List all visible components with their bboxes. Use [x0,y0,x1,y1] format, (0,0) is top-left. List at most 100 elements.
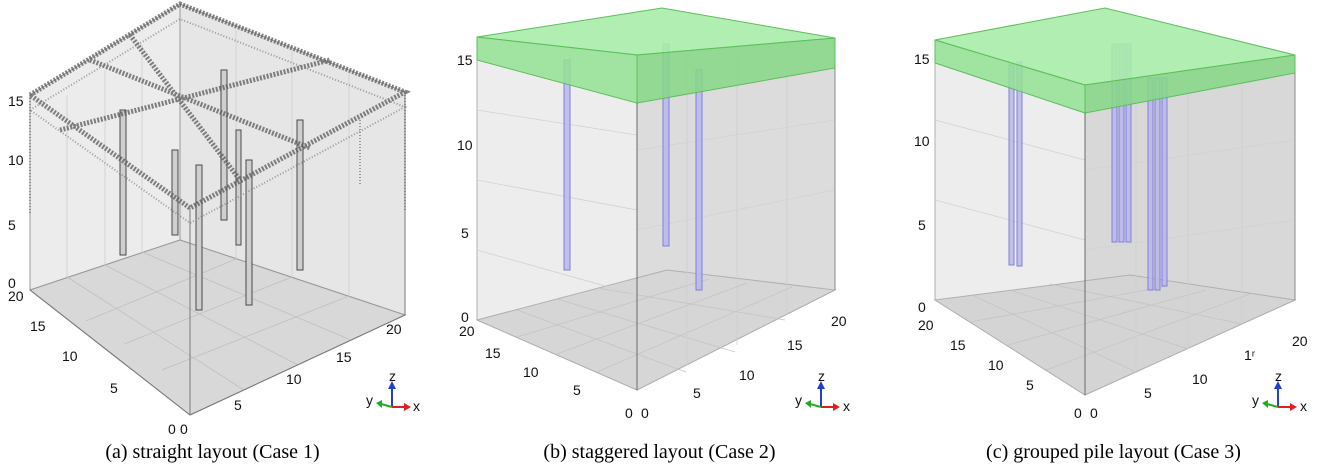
panel-a: 15 10 5 0 20 15 10 5 0 0 5 10 15 20 z [0,0,425,466]
y-tick-label: 10 [988,357,1004,373]
y-tick-label: 10 [523,364,539,380]
panel-b-caption: (b) staggered layout (Case 2) [543,441,776,463]
x-tick-label: 10 [739,367,755,383]
y-tick-label: 5 [573,382,581,398]
panel-a-3d-model: 15 10 5 0 20 15 10 5 0 0 5 10 15 20 z [8,1,420,437]
x-tick-label: 0 [180,421,188,437]
y-axis-ticks: 20 15 10 5 0 [459,323,633,421]
front-edges [29,92,406,416]
axis-triad: z x y [1252,368,1307,414]
y-tick-label: 20 [8,288,24,304]
x-axis-ticks: 0 5 10 15 20 [180,321,402,437]
z-axis-label: z [389,368,396,384]
axis-triad: z x y [366,368,420,414]
z-axis-ticks: 15 10 5 0 [457,52,473,325]
y-axis-arrow [809,403,822,408]
x-axis-arrowhead [404,403,411,411]
z-tick-label: 5 [8,217,16,233]
pile [220,69,228,221]
y-tick-label: 20 [459,323,475,339]
x-axis-arrowhead [833,403,840,411]
x-tick-label: 0 [641,405,649,421]
z-axis-arrowhead [1274,381,1282,389]
z-tick-label: 15 [914,51,930,67]
x-tick-label: 1ʳ [1244,347,1256,363]
panel-c: 15 10 5 0 20 15 10 5 0 0 5 10 1ʳ 20 z [900,0,1327,466]
y-tick-label: 5 [1026,377,1034,393]
z-tick-label: 10 [457,137,473,153]
y-tick-label: 20 [918,317,934,333]
x-tick-label: 10 [286,371,302,387]
y-axis-ticks: 20 15 10 5 0 [8,288,176,437]
z-axis-label: z [1275,368,1282,384]
y-tick-label: 15 [485,345,501,361]
z-tick-label: 15 [457,52,473,68]
pile [1154,77,1161,291]
y-tick-label: 0 [625,405,633,421]
z-tick-label: 15 [8,93,24,109]
floor-grid [66,30,352,391]
z-axis-label: z [818,368,825,384]
pile [563,59,571,271]
y-tick-label: 15 [950,337,966,353]
y-axis-ticks: 20 15 10 5 0 [918,317,1082,421]
z-axis-ticks: 15 10 5 0 [8,93,24,291]
pile [695,69,703,291]
y-axis-arrow [1266,403,1279,408]
z-tick-label: 5 [461,225,469,241]
y-axis-label: y [1252,392,1259,408]
y-tick-label: 5 [110,380,118,396]
pile [119,109,127,256]
y-tick-label: 15 [30,318,46,334]
piles [119,69,304,311]
pile [235,129,242,246]
z-axis-arrowhead [388,381,396,389]
pile [296,119,304,271]
x-tick-label: 10 [1192,371,1208,387]
x-tick-label: 0 [1090,405,1098,421]
pile [171,149,179,236]
x-tick-label: 5 [693,385,701,401]
x-tick-label: 20 [386,321,402,337]
x-tick-label: 15 [787,337,803,353]
y-axis-label: y [366,392,373,408]
x-axis-label: x [843,398,850,414]
x-tick-label: 20 [831,313,847,329]
panel-c-caption: (c) grouped pile layout (Case 3) [986,441,1241,463]
y-axis-arrowhead [1262,400,1268,408]
x-axis-arrowhead [1290,403,1297,411]
x-tick-label: 20 [1292,333,1308,349]
y-axis-label: y [795,392,802,408]
floor-grid [476,45,836,373]
x-axis-label: x [1300,398,1307,414]
z-tick-label: 0 [461,309,469,325]
x-tick-label: 5 [234,397,242,413]
z-axis-arrowhead [817,381,825,389]
y-tick-label: 0 [168,421,176,437]
z-axis-ticks: 15 10 5 0 [914,51,930,315]
pile [195,164,203,311]
x-tick-label: 5 [1144,385,1152,401]
panel-b-3d-model: 15 10 5 0 20 15 10 5 0 0 5 10 15 20 z [457,7,850,421]
z-tick-label: 0 [918,299,926,315]
z-tick-label: 0 [8,275,16,291]
pile [245,159,253,306]
pile [1147,77,1154,291]
pile [1161,77,1168,287]
z-tick-label: 10 [8,152,24,168]
panel-c-3d-model: 15 10 5 0 20 15 10 5 0 0 5 10 1ʳ 20 z [914,7,1308,421]
x-tick-label: 15 [336,349,352,365]
y-axis-arrowhead [805,400,811,408]
x-axis-ticks: 0 5 10 15 20 [641,313,847,421]
x-axis-label: x [413,398,420,414]
pile-cap-slab [934,7,1296,114]
z-tick-label: 10 [914,133,930,149]
x-axis-ticks: 0 5 10 1ʳ 20 [1090,333,1308,421]
pile [1008,64,1015,266]
panel-b: 15 10 5 0 20 15 10 5 0 0 5 10 15 20 z [447,0,872,466]
y-axis-arrowhead [376,400,382,408]
floor-face [933,274,1297,396]
panel-a-caption: (a) straight layout (Case 1) [105,441,320,463]
y-tick-label: 0 [1074,405,1082,421]
axis-triad: z x y [795,368,850,414]
